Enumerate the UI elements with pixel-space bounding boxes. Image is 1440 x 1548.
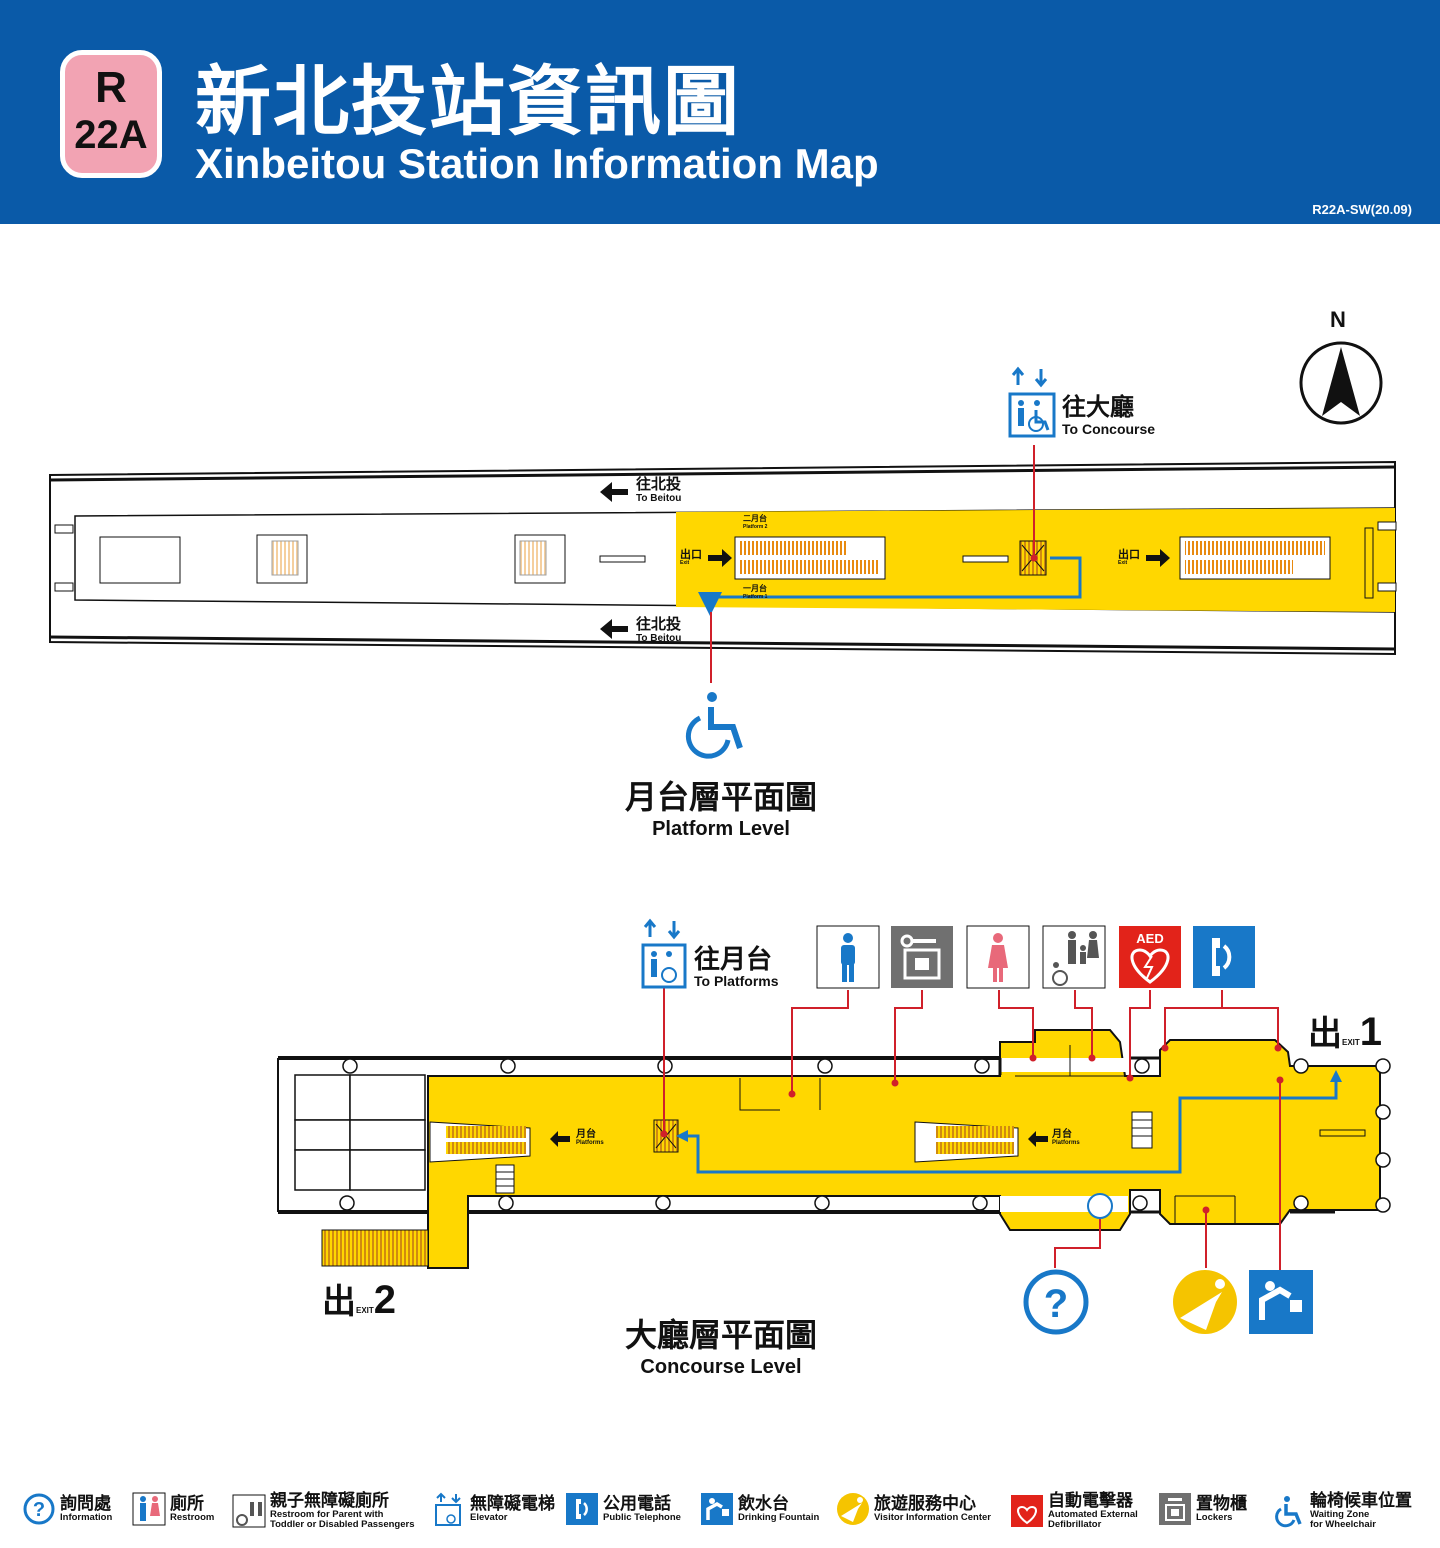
telephone-icon xyxy=(1193,926,1255,988)
platforms-label-west: 月台 Platforms xyxy=(576,1129,604,1147)
wheelchair-icon xyxy=(1275,1496,1302,1528)
drinking-fountain-icon xyxy=(1249,1270,1313,1334)
concourse-level-title: 大廳層平面圖 Concourse Level xyxy=(624,1317,817,1378)
telephone-icon xyxy=(566,1493,598,1525)
platform-level-plan xyxy=(49,445,1397,683)
exit-label-west: 出口 Exit xyxy=(680,549,702,567)
information-icon: ? xyxy=(23,1493,55,1525)
north-label: N xyxy=(1330,307,1346,332)
north-compass xyxy=(1299,341,1383,425)
family-restroom-icon xyxy=(232,1494,266,1528)
exit-label-east: 出口 Exit xyxy=(1118,549,1140,567)
women-restroom-icon xyxy=(966,925,1030,989)
restroom-icon xyxy=(132,1492,166,1526)
lockers-icon xyxy=(891,926,953,988)
page-title-zh: 新北投站資訊圖 xyxy=(195,60,741,145)
map-code: R22A-SW(20.09) xyxy=(1312,202,1412,217)
to-beitou-lower: 往北投 To Beitou xyxy=(636,616,682,645)
elevator-icon xyxy=(435,1492,461,1526)
concourse-level-plan xyxy=(277,988,1391,1278)
exit-1-label: 出EXIT1 xyxy=(1308,1010,1383,1054)
elevator-icon-concourse xyxy=(641,918,687,989)
svg-text:AED: AED xyxy=(1136,931,1163,946)
visitor-center-icon xyxy=(837,1493,869,1525)
station-map: AED ? xyxy=(49,341,1397,1335)
platform-1-label: 一月台 Platform 1 xyxy=(743,584,768,600)
platforms-label-east: 月台 Platforms xyxy=(1052,1129,1080,1147)
line-code: R xyxy=(95,63,127,112)
aed-icon xyxy=(1011,1495,1043,1527)
elevator-icon xyxy=(1008,366,1056,438)
to-beitou-upper: 往北投 To Beitou xyxy=(636,476,682,505)
station-number: 22A xyxy=(74,113,148,157)
line-badge: R 22A xyxy=(60,50,162,178)
svg-text:?: ? xyxy=(1044,1282,1068,1326)
lockers-icon xyxy=(1159,1493,1191,1525)
platform-level-title: 月台層平面圖 Platform Level xyxy=(624,779,817,840)
men-restroom-icon xyxy=(816,925,880,989)
platform-2-label: 二月台 Platform 2 xyxy=(743,514,768,530)
header-bar: R 22A 新北投站資訊圖 Xinbeitou Station Informat… xyxy=(0,0,1440,224)
page-title-en: Xinbeitou Station Information Map xyxy=(195,140,879,187)
aed-icon: AED xyxy=(1119,926,1181,988)
visitor-center-icon xyxy=(1173,1270,1237,1334)
to-concourse-label: 往大廳 To Concourse xyxy=(1062,394,1156,438)
svg-text:?: ? xyxy=(33,1499,45,1521)
exit-2-label: 出EXIT2 xyxy=(322,1278,397,1322)
wheelchair-icon xyxy=(685,692,743,759)
family-restroom-icon xyxy=(1042,925,1106,989)
information-icon: ? xyxy=(1023,1269,1089,1335)
drinking-fountain-icon xyxy=(701,1493,733,1525)
to-platforms-label: 往月台 To Platforms xyxy=(694,944,779,989)
